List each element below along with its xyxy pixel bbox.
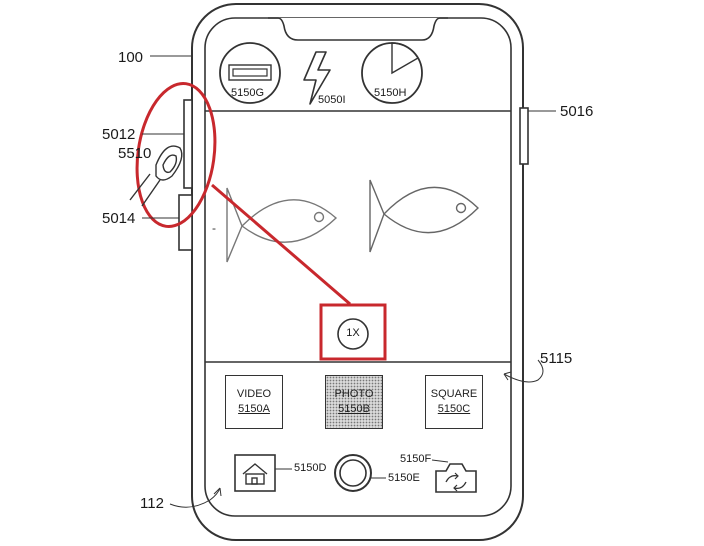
photo-mode-id: 5150B (338, 403, 370, 415)
fish-right (369, 179, 480, 253)
flash-id: 5050I (318, 94, 346, 106)
shutter-inner (339, 459, 367, 487)
zoom-highlight-box (319, 303, 387, 361)
arrow-112 (213, 487, 222, 497)
side-button-right[interactable] (519, 107, 529, 165)
home-icon (242, 463, 268, 485)
video-mode-label: VIDEO (236, 388, 272, 401)
battery-fill (232, 68, 268, 77)
label-side-button-lower: 5014 (102, 210, 136, 227)
photo-mode-button[interactable]: PHOTO 5150B (325, 375, 383, 429)
video-mode-id: 5150A (238, 403, 270, 415)
zoom-button[interactable] (337, 318, 369, 350)
home-button[interactable] (234, 454, 276, 492)
leader-5150f (431, 459, 449, 463)
square-mode-id: 5150C (437, 403, 471, 415)
zoom-label: 1X (346, 327, 360, 339)
fish-left (226, 187, 338, 263)
photo-mode-label: PHOTO (334, 388, 374, 401)
dash-mark: - (212, 221, 216, 235)
shutter-id: 5150E (388, 472, 420, 484)
camera-switch-icon[interactable] (435, 463, 477, 493)
arrow-5115 (503, 371, 512, 381)
square-mode-label: SQUARE (430, 388, 478, 401)
side-button-lower[interactable] (178, 194, 193, 251)
side-button-upper[interactable] (183, 99, 193, 189)
home-id: 5150D (294, 462, 327, 474)
battery-id: 5150G (231, 87, 265, 99)
label-contact: 5510 (118, 145, 152, 162)
video-mode-button[interactable]: VIDEO 5150A (225, 375, 283, 429)
leader-112 (169, 487, 221, 508)
timer-id: 5150H (374, 87, 407, 99)
timer-sector (391, 42, 419, 75)
highlight-connector (211, 183, 351, 306)
label-screen: 5115 (540, 350, 573, 367)
notch (268, 17, 448, 41)
label-side-button-right: 5016 (560, 103, 594, 120)
label-side-button-upper: 5012 (102, 126, 136, 143)
finger-contact (129, 145, 183, 207)
flash-icon[interactable] (303, 51, 331, 105)
leader-5115 (503, 359, 544, 383)
label-device: 100 (118, 49, 144, 66)
switch-id: 5150F (400, 453, 432, 465)
label-display: 112 (140, 495, 164, 512)
highlight-ellipse (135, 82, 217, 228)
square-mode-button[interactable]: SQUARE 5150C (425, 375, 483, 429)
